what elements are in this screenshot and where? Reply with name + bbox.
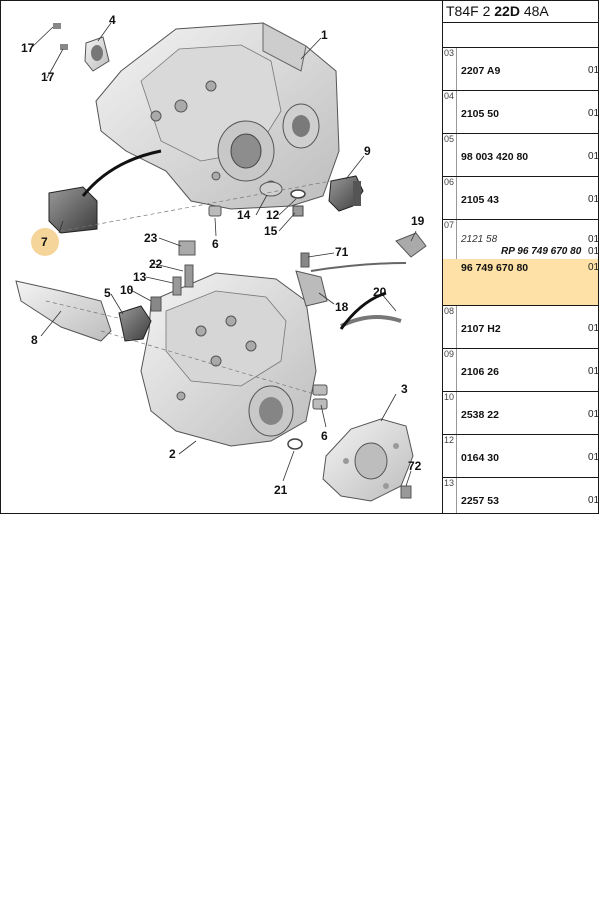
part-quantity: 01 [588,452,599,463]
callout-18[interactable]: 18 [335,300,349,314]
row-number: 12 [443,435,457,477]
callout-15[interactable]: 15 [264,224,278,238]
part-row[interactable]: 13 2257 53 01 [443,478,599,513]
title-suffix: 48A [523,3,549,19]
part-quantity-superseded: 01 [588,234,599,245]
title-prefix: T84F 2 [446,3,491,19]
part-row[interactable]: 12 0164 30 01 [443,435,599,478]
part-quantity: 01 [588,495,599,506]
part-row-highlighted[interactable]: 07 2121 58 01 RP 96 749 670 80 01 96 749… [443,220,599,306]
part-quantity: 01 [588,366,599,377]
callout-8[interactable]: 8 [31,333,38,347]
center-lines [45,180,332,397]
part-reference: 2106 26 [461,366,499,378]
part-row[interactable]: 05 98 003 420 80 01 [443,134,599,177]
part-reference: 2207 A9 [461,65,501,77]
row-number: 04 [443,91,457,133]
callout-6-lower[interactable]: 6 [321,429,328,443]
part-quantity: 01 [588,108,599,119]
part-row[interactable]: 08 2107 H2 01 [443,306,599,349]
row-number: 10 [443,392,457,434]
callout-9[interactable]: 9 [364,144,371,158]
callout-7-highlight [31,228,59,256]
panel-header-spacer [443,23,598,48]
part-row[interactable]: 06 2105 43 01 [443,177,599,220]
callout-7[interactable]: 7 [41,235,48,249]
callout-21[interactable]: 21 [274,483,288,497]
callout-22[interactable]: 22 [149,257,163,271]
highlighted-part-band [443,259,598,305]
callout-13[interactable]: 13 [133,270,147,284]
part-reference-superseded: 2121 58 [461,234,498,245]
callout-71[interactable]: 71 [335,245,349,259]
callout-4[interactable]: 4 [109,13,116,27]
callout-17-b[interactable]: 17 [41,70,55,84]
part-quantity: 01 [588,409,599,420]
part-reference: 96 749 670 80 [461,262,529,274]
part-reference: 0164 30 [461,452,499,464]
row-number: 05 [443,134,457,176]
callout-72[interactable]: 72 [408,459,422,473]
callout-12[interactable]: 12 [266,208,280,222]
part-row[interactable]: 09 2106 26 01 [443,349,599,392]
row-number: 09 [443,349,457,391]
upper-housing [95,22,340,210]
part-quantity-replacement: 01 [588,246,599,257]
callout-19[interactable]: 19 [411,214,425,228]
row-number: 08 [443,306,457,348]
part-quantity: 01 [588,65,599,76]
small-parts [15,23,427,499]
row-number: 13 [443,478,457,513]
part-reference: 2107 H2 [461,323,501,335]
part-quantity: 01 [588,262,599,273]
part-reference-replacement: RP 96 749 670 80 [501,246,582,257]
title-bold: 22D [494,3,520,19]
part-reference: 98 003 420 80 [461,151,529,163]
parts-catalog-page: 1 4 17 17 9 14 12 15 6 7 23 22 13 10 5 8… [0,0,599,514]
part-reference: 2105 43 [461,194,499,206]
row-number: 06 [443,177,457,219]
part-row[interactable]: 03 2207 A9 01 [443,48,599,91]
cover-plate [322,418,414,502]
callout-20[interactable]: 20 [373,285,387,299]
gearbox-illustration [15,22,427,502]
part-row[interactable]: 10 2538 22 01 [443,392,599,435]
part-row[interactable]: 04 2105 50 01 [443,91,599,134]
callout-3[interactable]: 3 [401,382,408,396]
callout-17-a[interactable]: 17 [21,41,35,55]
part-reference: 2105 50 [461,108,499,120]
exploded-diagram: 1 4 17 17 9 14 12 15 6 7 23 22 13 10 5 8… [1,1,442,513]
lower-housing [140,272,317,447]
leader-lines [30,22,417,487]
callout-5[interactable]: 5 [104,286,111,300]
part-quantity: 01 [588,151,599,162]
panel-title: T84F 2 22D 48A [443,1,598,23]
part-quantity: 01 [588,323,599,334]
row-number: 03 [443,48,457,90]
parts-reference-panel: T84F 2 22D 48A 03 2207 A9 01 04 2105 50 … [442,1,599,513]
part-reference: 2257 53 [461,495,499,507]
part-quantity: 01 [588,194,599,205]
part-reference: 2538 22 [461,409,499,421]
callout-2[interactable]: 2 [169,447,176,461]
callout-23[interactable]: 23 [144,231,158,245]
callout-14[interactable]: 14 [237,208,251,222]
callout-10[interactable]: 10 [120,283,134,297]
callout-1[interactable]: 1 [321,28,328,42]
callout-6-upper[interactable]: 6 [212,237,219,251]
